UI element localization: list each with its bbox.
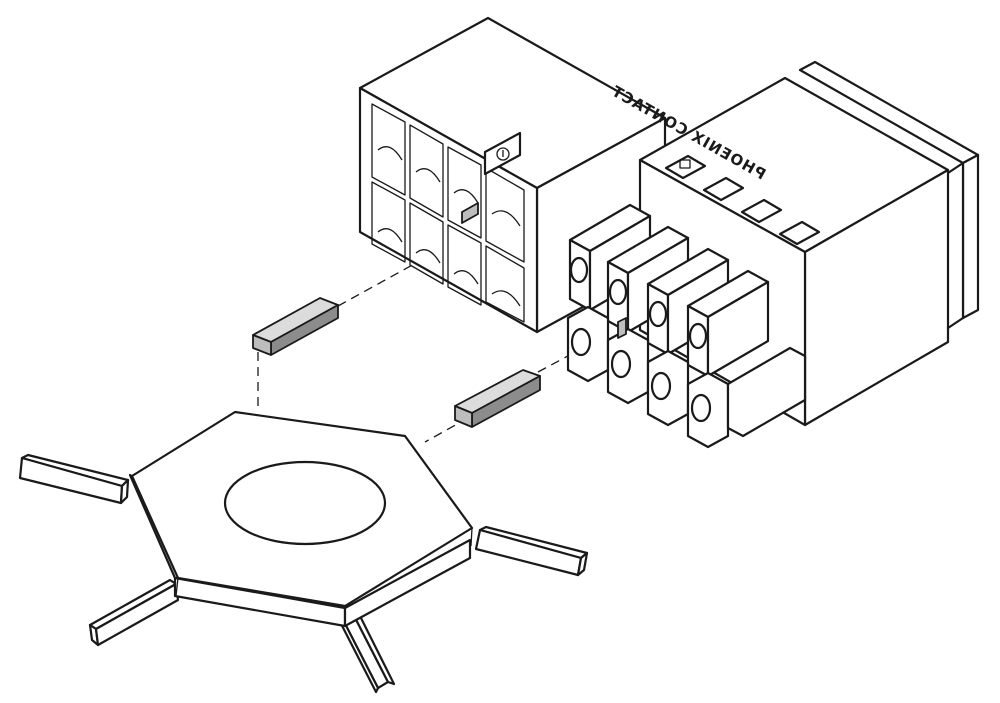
coding-star-arm-bottom-left [88,578,180,647]
coding-key-left [252,297,339,356]
plug-lower-clamps [566,305,807,449]
coding-key-right [454,369,541,428]
coding-star-arm-right [474,525,589,577]
coding-star-arm-left [18,453,130,505]
coding-star [18,410,589,694]
plug-connector: PHOENIX CONTACT [566,60,980,449]
plug-release-buttons [664,154,821,246]
plug-upper-clamps [568,203,770,378]
header-chambers [371,103,525,323]
ground-icon [496,147,510,161]
plug-back-ribs [798,60,980,332]
header-coding-tab [461,202,479,224]
coding-star-center-hole [223,460,387,546]
plug-coding-slot [617,317,627,339]
